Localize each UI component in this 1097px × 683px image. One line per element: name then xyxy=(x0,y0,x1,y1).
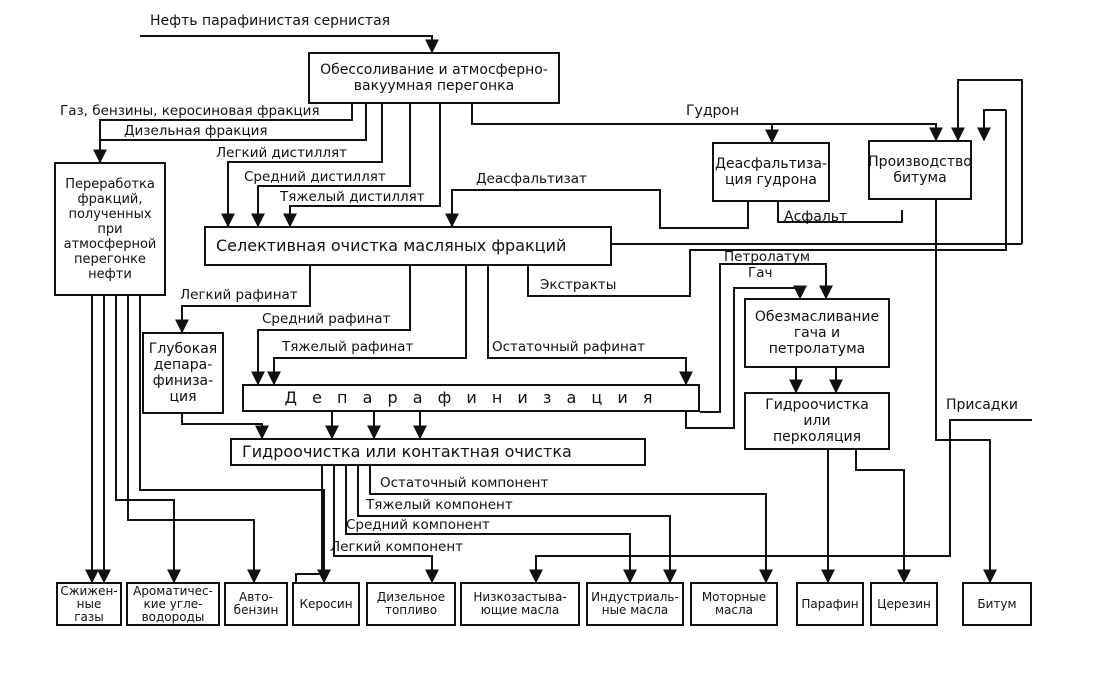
label-light-raffinate: Легкий рафинат xyxy=(180,287,298,303)
product-ceresin: Церезин xyxy=(870,582,938,626)
label-deasphaltizate: Деасфальтизат xyxy=(476,171,587,187)
label-diesel-fraction: Дизельная фракция xyxy=(124,123,268,139)
product-aromatic-hydrocarbons: Ароматичес- кие угле- водороды xyxy=(126,582,220,626)
label-medium-component: Средний компонент xyxy=(346,517,490,533)
product-paraffin: Парафин xyxy=(796,582,864,626)
label-medium-raffinate: Средний рафинат xyxy=(262,311,391,327)
hydrotreating-box: Гидроочистка или контактная очистка xyxy=(230,438,646,466)
label-residual-component: Остаточный компонент xyxy=(380,475,549,491)
label-additives: Присадки xyxy=(946,397,1019,413)
label-tar: Гудрон xyxy=(686,103,740,119)
label-petrolatum: Петролатум xyxy=(724,249,811,265)
hydro-percolation-box: Гидроочистка или перколяция xyxy=(744,392,890,450)
label-heavy-distillate: Тяжелый дистиллят xyxy=(280,189,425,205)
selective-cleaning-box: Селективная очистка масляных фракций xyxy=(204,226,612,266)
label-extracts: Экстракты xyxy=(540,277,617,293)
label-heavy-component: Тяжелый компонент xyxy=(366,497,513,513)
label-residual-raffinate: Остаточный рафинат xyxy=(492,339,645,355)
label-slack-wax: Гач xyxy=(748,265,773,281)
product-kerosene: Керосин xyxy=(292,582,360,626)
label-medium-distillate: Средний дистиллят xyxy=(244,169,386,185)
label-crude: Нефть парафинистая сернистая xyxy=(150,13,391,29)
bitumen-production-box: Производство битума xyxy=(868,140,972,200)
product-liquefied-gases: Сжижен- ные газы xyxy=(56,582,122,626)
product-industrial-oils: Индустриаль- ные масла xyxy=(586,582,684,626)
fraction-processing-box: Переработка фракций, полученных при атмо… xyxy=(54,162,166,296)
label-asphalt: Асфальт xyxy=(784,209,848,225)
label-light-distillate: Легкий дистиллят xyxy=(216,145,347,161)
label-gas-gasoline: Газ, бензины, керосиновая фракция xyxy=(60,103,320,119)
label-heavy-raffinate: Тяжелый рафинат xyxy=(282,339,414,355)
dewaxing-box: Д е п а р а ф и н и з а ц и я xyxy=(242,384,700,412)
desalting-box: Обессоливание и атмосферно- вакуумная пе… xyxy=(308,52,560,104)
deep-dewaxing-box: Глубокая депара- финиза- ция xyxy=(142,332,224,414)
product-bitumen: Битум xyxy=(962,582,1032,626)
product-motor-oils: Моторные масла xyxy=(690,582,778,626)
deoiling-box: Обезмасливание гача и петролатума xyxy=(744,298,890,368)
product-gasoline: Авто- бензин xyxy=(224,582,288,626)
label-light-component: Легкий компонент xyxy=(330,539,464,555)
product-diesel-fuel: Дизельное топливо xyxy=(366,582,456,626)
deasphalting-box: Деасфальтиза- ция гудрона xyxy=(712,142,830,202)
product-low-freezing-oils: Низкозастыва- ющие масла xyxy=(460,582,580,626)
